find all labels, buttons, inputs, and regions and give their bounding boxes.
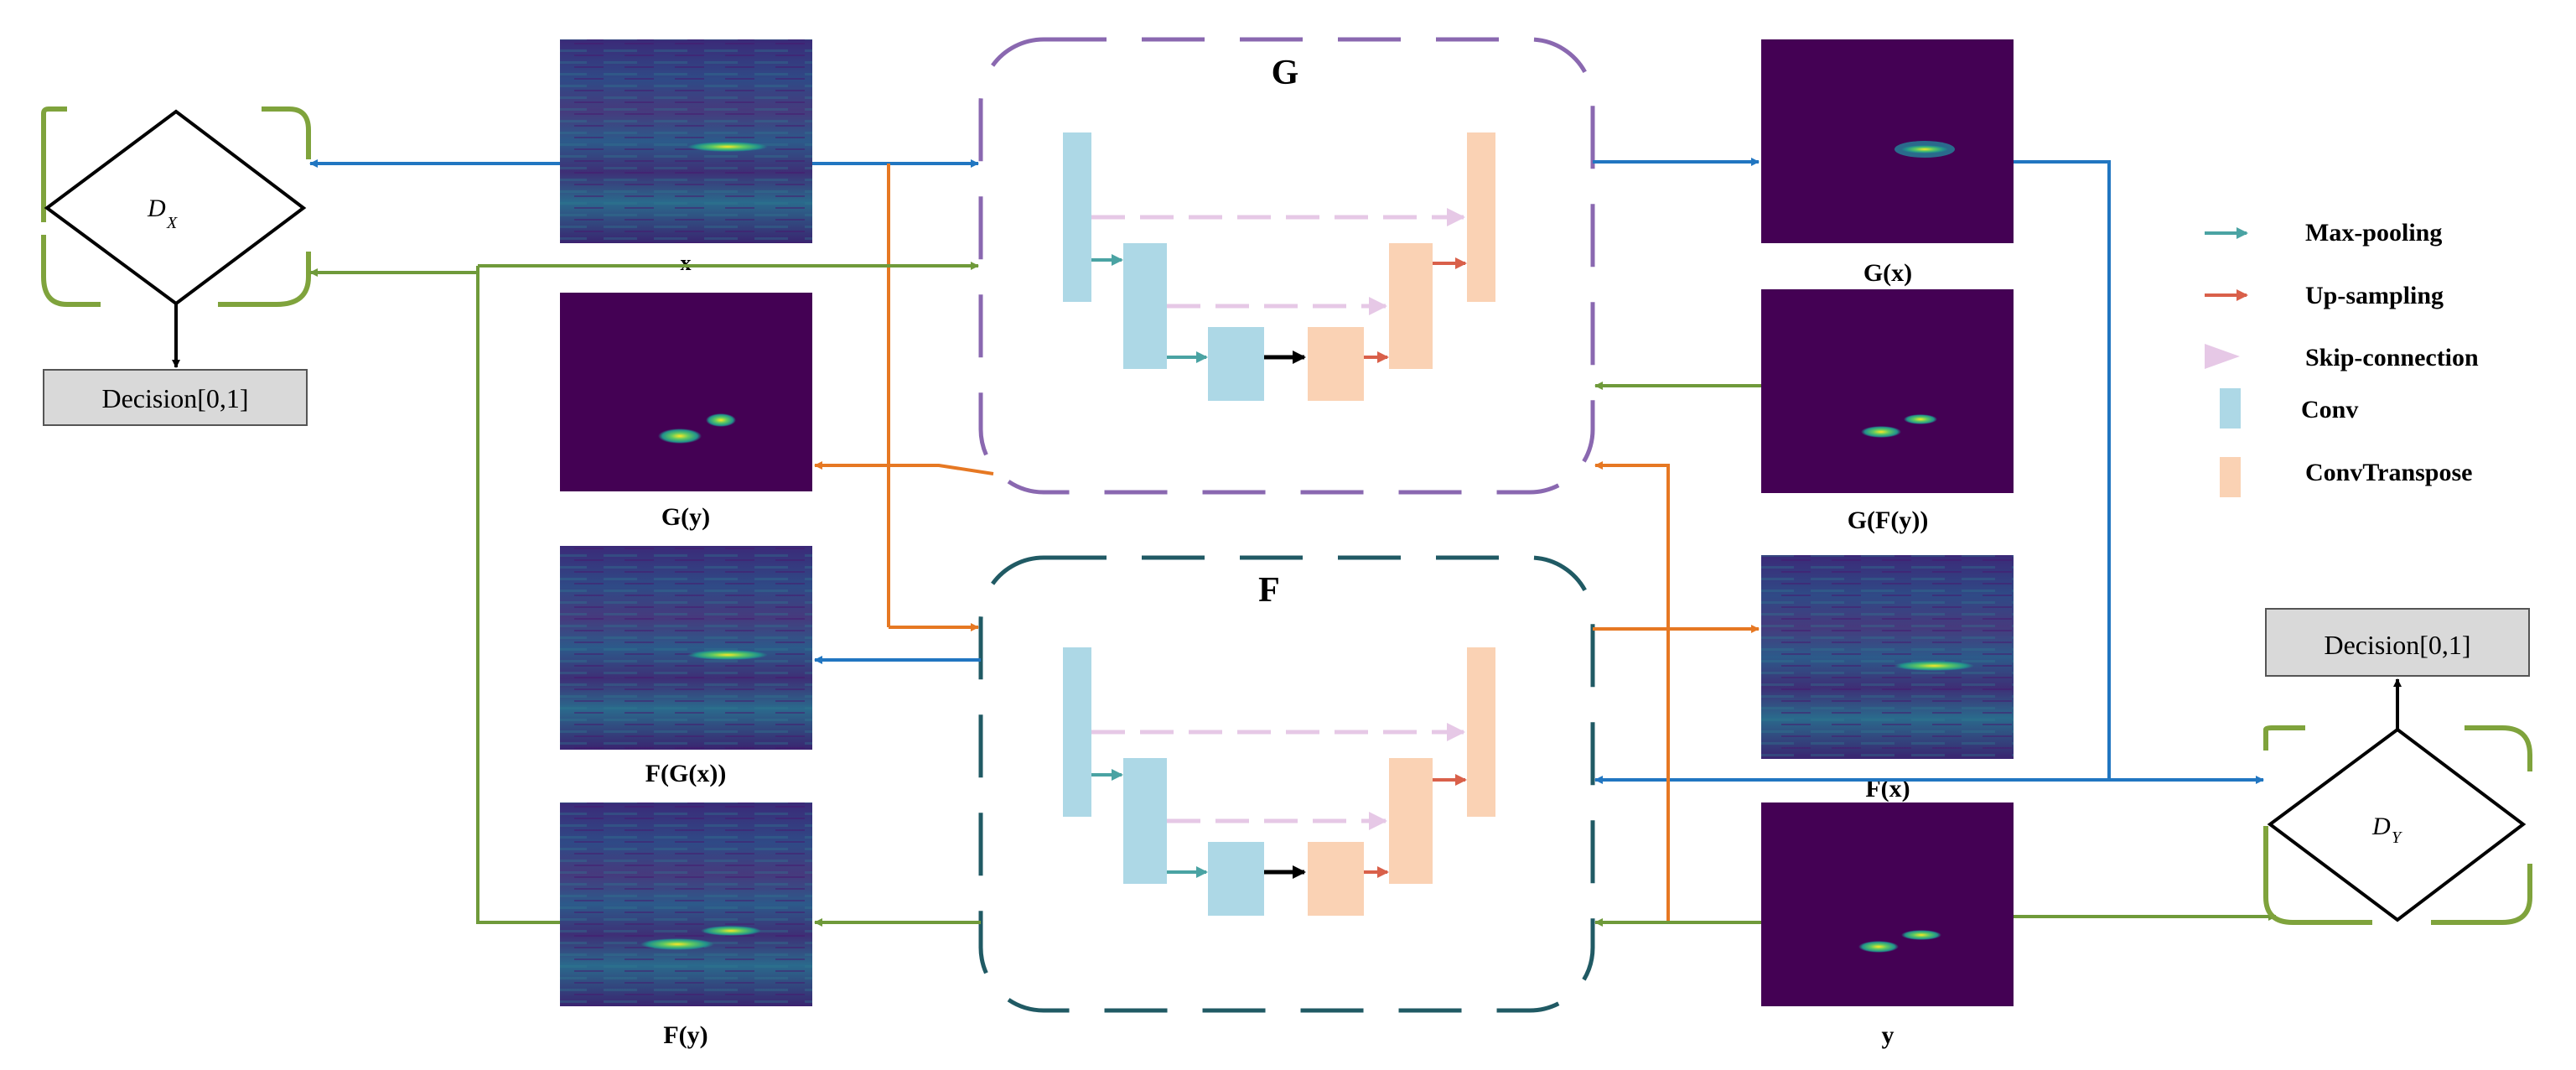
discriminator-y-symbol: D [2371,813,2391,840]
connectors [309,158,2277,927]
generator-f: F [978,555,1595,1013]
conv-block [1208,327,1264,401]
legend-max-pooling: Max-pooling [2305,219,2442,247]
conv-block [1123,758,1167,884]
unet-f [1063,647,1495,916]
convtranspose-block [1389,243,1433,369]
image-y: y [1761,802,2014,1049]
image-f-g-x: F(G(x)) [560,546,812,787]
discriminator-x-symbol: D [147,195,166,222]
label-g-y: G(y) [661,503,710,531]
arrow-y-to-g [1594,461,1670,922]
unet-g [1063,132,1495,401]
conv-block [1063,132,1091,302]
image-f-y: F(y) [560,802,812,1049]
legend-skip-connection: Skip-connection [2305,344,2479,371]
label-g-x: G(x) [1863,259,1912,287]
discriminator-y-diamond [2267,727,2527,922]
legend-conv: Conv [2301,396,2358,423]
legend-skip-connection-icon [2205,344,2240,369]
generator-f-title: F [1258,571,1280,610]
image-f-x: F(x) [1761,555,2014,802]
decision-box-x [43,369,308,426]
legend-convtranspose: ConvTranspose [2305,459,2472,486]
discriminator-x-subscript: X [166,214,178,232]
line-gx-down [2014,160,2111,780]
legend-conv-icon [2220,388,2241,429]
label-x: x [681,251,692,275]
image-x: x [560,39,812,275]
legend-up-sampling: Up-sampling [2305,282,2444,309]
decision-label-y: Decision[0,1] [2324,630,2470,660]
discriminator-x: D X Decision[0,1] [41,106,311,426]
convtranspose-block [1467,647,1495,817]
legend-convtranspose-icon [2220,457,2241,497]
generator-g: G [978,37,1595,495]
label-g-f-y: G(F(y)) [1848,506,1929,534]
label-y: y [1882,1021,1894,1049]
conv-block [1123,243,1167,369]
convtranspose-block [1467,132,1495,302]
decision-box-y [2265,608,2530,677]
image-g-y: G(y) [560,293,812,531]
convtranspose-block [1308,327,1364,401]
discriminator-x-diamond [44,109,307,306]
image-g-f-y: G(F(y)) [1761,289,2014,534]
label-f-y: F(y) [663,1021,707,1049]
legend: Max-pooling Up-sampling Skip-connection … [2205,219,2479,497]
discriminator-y: D Y Decision[0,1] [2263,608,2532,925]
image-g-x: G(x) [1761,39,2014,287]
label-f-g-x: F(G(x)) [645,760,727,787]
conv-block [1208,842,1264,916]
decision-label-x: Decision[0,1] [101,383,248,413]
discriminator-y-subscript: Y [2392,828,2402,847]
convtranspose-block [1308,842,1364,916]
conv-block [1063,647,1091,817]
generator-g-title: G [1272,54,1299,92]
convtranspose-block [1389,758,1433,884]
arrow-g-to-gy [814,461,994,475]
